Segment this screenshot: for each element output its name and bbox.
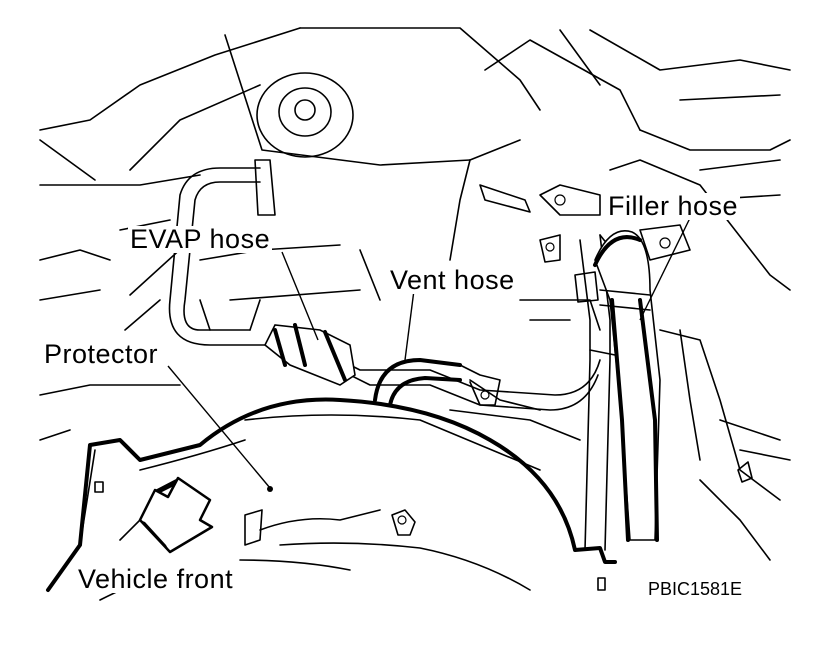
vehicle-front-label: Vehicle front [76,564,236,594]
filler-hose-label: Filler hose [606,191,741,221]
drain-plug [256,72,354,158]
tank-clips [94,461,753,591]
evap-tube [168,159,601,411]
mounting-bracket [479,184,691,263]
vehicle-front-arrow [138,476,214,554]
protector-label: Protector [42,339,161,369]
leader-lines [167,217,691,492]
vent-hose-shape [373,358,501,407]
fuel-tank-outline [46,397,617,601]
evap-hose-label: EVAP hose [128,224,273,254]
filler-hose-shape [593,230,661,542]
vent-hose-label: Vent hose [388,265,517,295]
figure-code: PBIC1581E [648,579,743,599]
